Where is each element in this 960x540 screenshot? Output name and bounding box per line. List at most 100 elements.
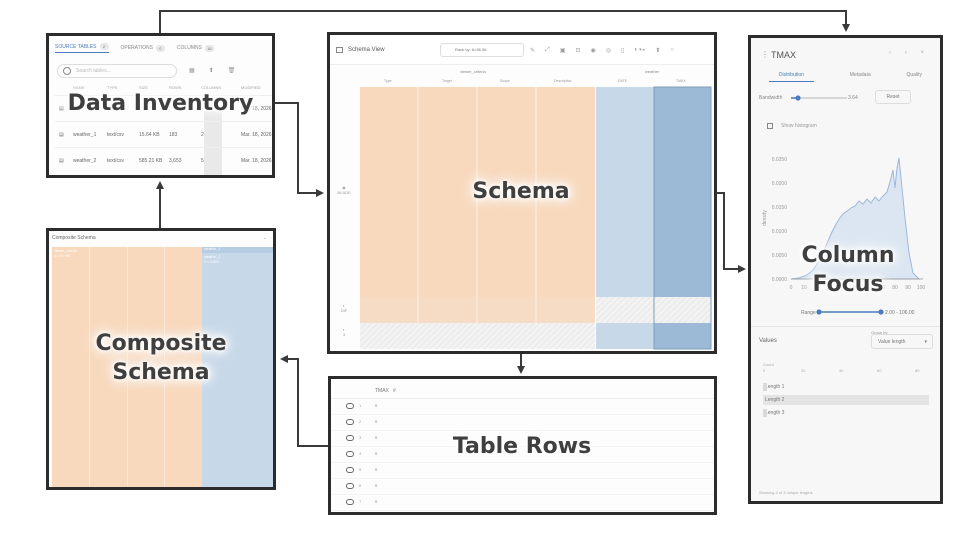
composite-schema-panel: Composite Schema ⌄ viewer_criteria 4 × 4… (46, 228, 276, 490)
x-tick-label: 80 (892, 285, 898, 291)
y-tick-label: 0.0200 (772, 181, 788, 187)
view-icon[interactable]: ◉ (590, 48, 596, 54)
row-group-label: ◐DIF (334, 303, 354, 313)
table-icon: ▤ (59, 157, 64, 164)
table-row[interactable]: ▤ weather_1 text/csv 15.64 KB 183 2 Mar.… (55, 121, 272, 147)
show-histogram-checkbox[interactable] (767, 123, 773, 129)
tab-metadata[interactable]: Metadata (849, 72, 871, 78)
schema-block-empty (360, 323, 595, 349)
table-row[interactable]: ▤ Mar. 18, 2026 (55, 95, 272, 121)
count-bar (763, 409, 767, 417)
selected-column-outline (653, 86, 712, 350)
y-tick-label: 0.0150 (772, 205, 788, 211)
arrow-inventory-to-focus (159, 10, 850, 33)
export-icon[interactable]: ⬆ (655, 48, 661, 54)
arrow-schema-to-focus (716, 192, 746, 273)
count-axis: 0 20 40 60 80 (763, 368, 920, 373)
arrow-rows-to-composite (280, 355, 328, 447)
eye-toggle-icon[interactable] (346, 419, 354, 425)
column-divider (164, 247, 165, 487)
composite-block-criteria[interactable]: viewer_criteria 4 × 4 × 56 (52, 247, 202, 487)
list-item[interactable]: Length 1 (763, 383, 785, 391)
divider (751, 326, 940, 327)
camera-icon[interactable]: ◎ (605, 48, 612, 54)
table-row[interactable]: ▤ weather_2 text/csv 585.21 KB 3,653 5 M… (55, 147, 272, 173)
x-tick-label: 0 (790, 285, 793, 291)
arrow-inventory-to-schema (274, 102, 324, 197)
schema-tool-icons: ✎ ⤢ ▣ ⊡ ◉ ◎ ▯ ◐◑◒ ⬆ ○ (530, 47, 674, 54)
trash-icon[interactable]: 🗑 (227, 68, 236, 74)
eye-toggle-icon[interactable] (346, 499, 354, 505)
help-icon[interactable]: ○ (670, 47, 674, 53)
eye-toggle-icon[interactable]: ◐ (342, 303, 346, 308)
crop-icon[interactable]: ⊡ (575, 48, 581, 54)
toggle-icon[interactable]: ◐◑◒ (634, 47, 646, 53)
x-tick-label: 40 (840, 285, 846, 291)
x-tick-label: 30 (827, 285, 833, 291)
y-tick-label: 0.0100 (772, 229, 788, 235)
schema-block-date[interactable] (596, 87, 654, 297)
rank-select[interactable]: Rank by: 8×56.96 (440, 43, 524, 57)
chevron-down-icon[interactable]: ⌄ (262, 235, 267, 241)
range-value: 2.00 - 106.00 (885, 310, 915, 316)
grid-icon[interactable]: ▦ (189, 68, 195, 74)
schema-block-tmax-lower[interactable] (654, 323, 711, 349)
link-icon[interactable]: ⤢ (545, 47, 550, 53)
upload-icon[interactable]: ⬆ (208, 68, 214, 74)
eye-toggle-icon[interactable] (346, 451, 354, 457)
x-tick-label: 20 (814, 285, 820, 291)
x-tick-label: 60 (866, 285, 872, 291)
eye-toggle-icon[interactable] (346, 467, 354, 473)
y-tick-label: 0.0250 (772, 157, 788, 163)
list-item[interactable]: Length 2 (763, 395, 929, 405)
list-item[interactable]: Length 3 (763, 409, 785, 417)
schema-toolbar: Schema View Rank by: 8×56.96 ✎ ⤢ ▣ ⊡ ◉ ◎… (330, 35, 714, 65)
column-divider (89, 247, 90, 487)
y-axis-label: density (762, 210, 768, 226)
eye-toggle-icon[interactable] (346, 435, 354, 441)
wand-icon[interactable]: ✎ (530, 48, 536, 54)
weather-1-strip (202, 247, 273, 253)
composite-block-weather[interactable]: weather_1 weather_2 2 × 3,653 (202, 247, 273, 487)
group-by-select[interactable]: Value length▾ (871, 334, 933, 349)
bandwidth-slider[interactable] (791, 95, 847, 101)
eye-toggle-icon[interactable]: ◉ (342, 185, 346, 190)
range-label: Range (801, 310, 816, 316)
search-input[interactable]: Search tables... (57, 64, 177, 78)
table-icon: ▤ (59, 105, 64, 112)
y-ticks: 0.0250 0.0200 0.0150 0.0100 0.0050 0.000… (772, 157, 788, 283)
drag-handle-icon[interactable]: ⋮ (761, 50, 769, 59)
eye-toggle-icon[interactable] (346, 403, 354, 409)
eye-toggle-icon[interactable]: ◐ (342, 327, 346, 332)
filter-icon[interactable]: ▣ (559, 48, 566, 54)
range-slider-handle-min[interactable] (816, 309, 822, 315)
x-tick-label: 50 (853, 285, 859, 291)
eye-toggle-icon[interactable] (346, 483, 354, 489)
tab-distribution[interactable]: Distribution (768, 72, 814, 82)
density-area (790, 157, 921, 280)
y-tick-label: 0.0000 (772, 277, 788, 283)
sorted-column-highlight (204, 111, 222, 175)
tab-quality[interactable]: Quality (906, 72, 923, 78)
range-slider-handle-max[interactable] (878, 309, 884, 315)
row-group-label: ◉56 ADE (334, 185, 354, 195)
trash-icon[interactable]: ▯ (621, 48, 625, 54)
schema-block-tmax[interactable] (654, 87, 711, 297)
table-icon: ▤ (59, 131, 64, 138)
schema-block-date-lower[interactable] (596, 323, 654, 349)
menu-icon[interactable] (336, 47, 343, 53)
x-tick-label: 70 (879, 285, 885, 291)
reset-button[interactable]: Reset (875, 90, 911, 104)
